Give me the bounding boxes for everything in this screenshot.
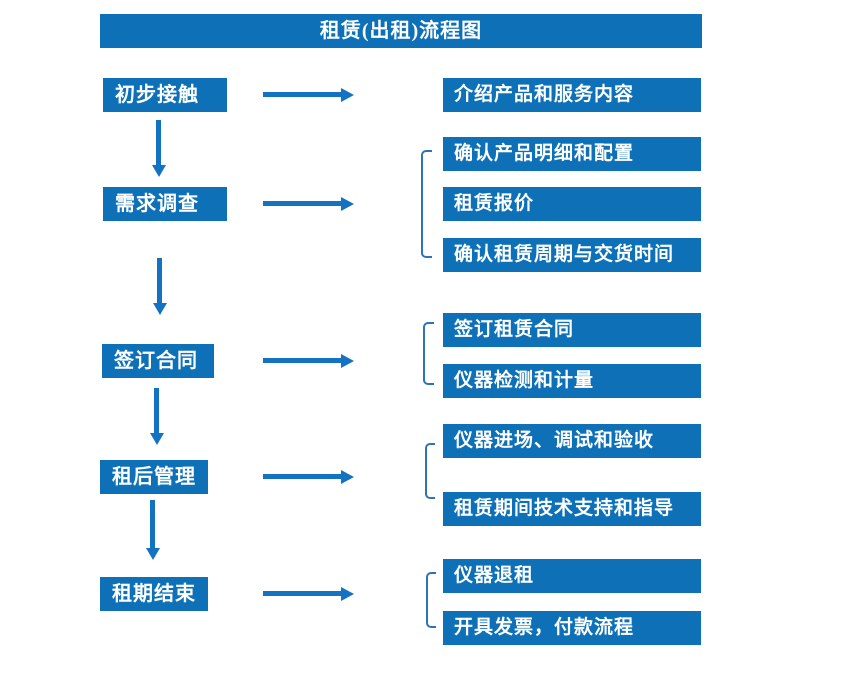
detail-box-confirm-cycle-delivery: 确认租赁周期与交货时间 <box>443 238 701 272</box>
arrow-down-icon <box>157 258 162 303</box>
detail-box-confirm-product-config: 确认产品明细和配置 <box>443 137 701 171</box>
arrow-right-icon <box>263 591 341 596</box>
bracket-icon <box>421 150 432 258</box>
step-box-initial-contact: 初步接触 <box>103 78 227 112</box>
arrow-right-icon <box>263 92 341 97</box>
bracket-icon <box>426 572 436 628</box>
arrow-down-icon <box>156 120 161 165</box>
step-box-sign-contract: 签订合同 <box>102 344 214 378</box>
arrow-down-icon <box>150 500 155 548</box>
arrow-right-icon <box>263 201 341 206</box>
arrow-right-icon <box>263 358 341 363</box>
flowchart-title: 租赁(出租)流程图 <box>100 14 702 48</box>
bracket-icon <box>425 443 435 499</box>
detail-box-sign-rental-contract: 签订租赁合同 <box>443 313 701 347</box>
detail-box-tech-support: 租赁期间技术支持和指导 <box>443 492 701 526</box>
bracket-icon <box>423 322 434 385</box>
arrow-right-icon <box>263 474 341 479</box>
arrow-down-icon <box>154 388 159 433</box>
detail-box-rental-quote: 租赁报价 <box>443 187 701 221</box>
step-box-rental-end: 租期结束 <box>100 577 208 611</box>
step-box-post-rental-management: 租后管理 <box>100 460 208 494</box>
detail-box-invoice-payment: 开具发票，付款流程 <box>443 611 701 645</box>
detail-box-intro-products-services: 介绍产品和服务内容 <box>443 78 701 112</box>
detail-box-instrument-entry-acceptance: 仪器进场、调试和验收 <box>443 424 701 458</box>
step-box-demand-survey: 需求调查 <box>103 187 227 221</box>
detail-box-instrument-testing: 仪器检测和计量 <box>443 364 701 398</box>
detail-box-instrument-return: 仪器退租 <box>443 559 701 593</box>
